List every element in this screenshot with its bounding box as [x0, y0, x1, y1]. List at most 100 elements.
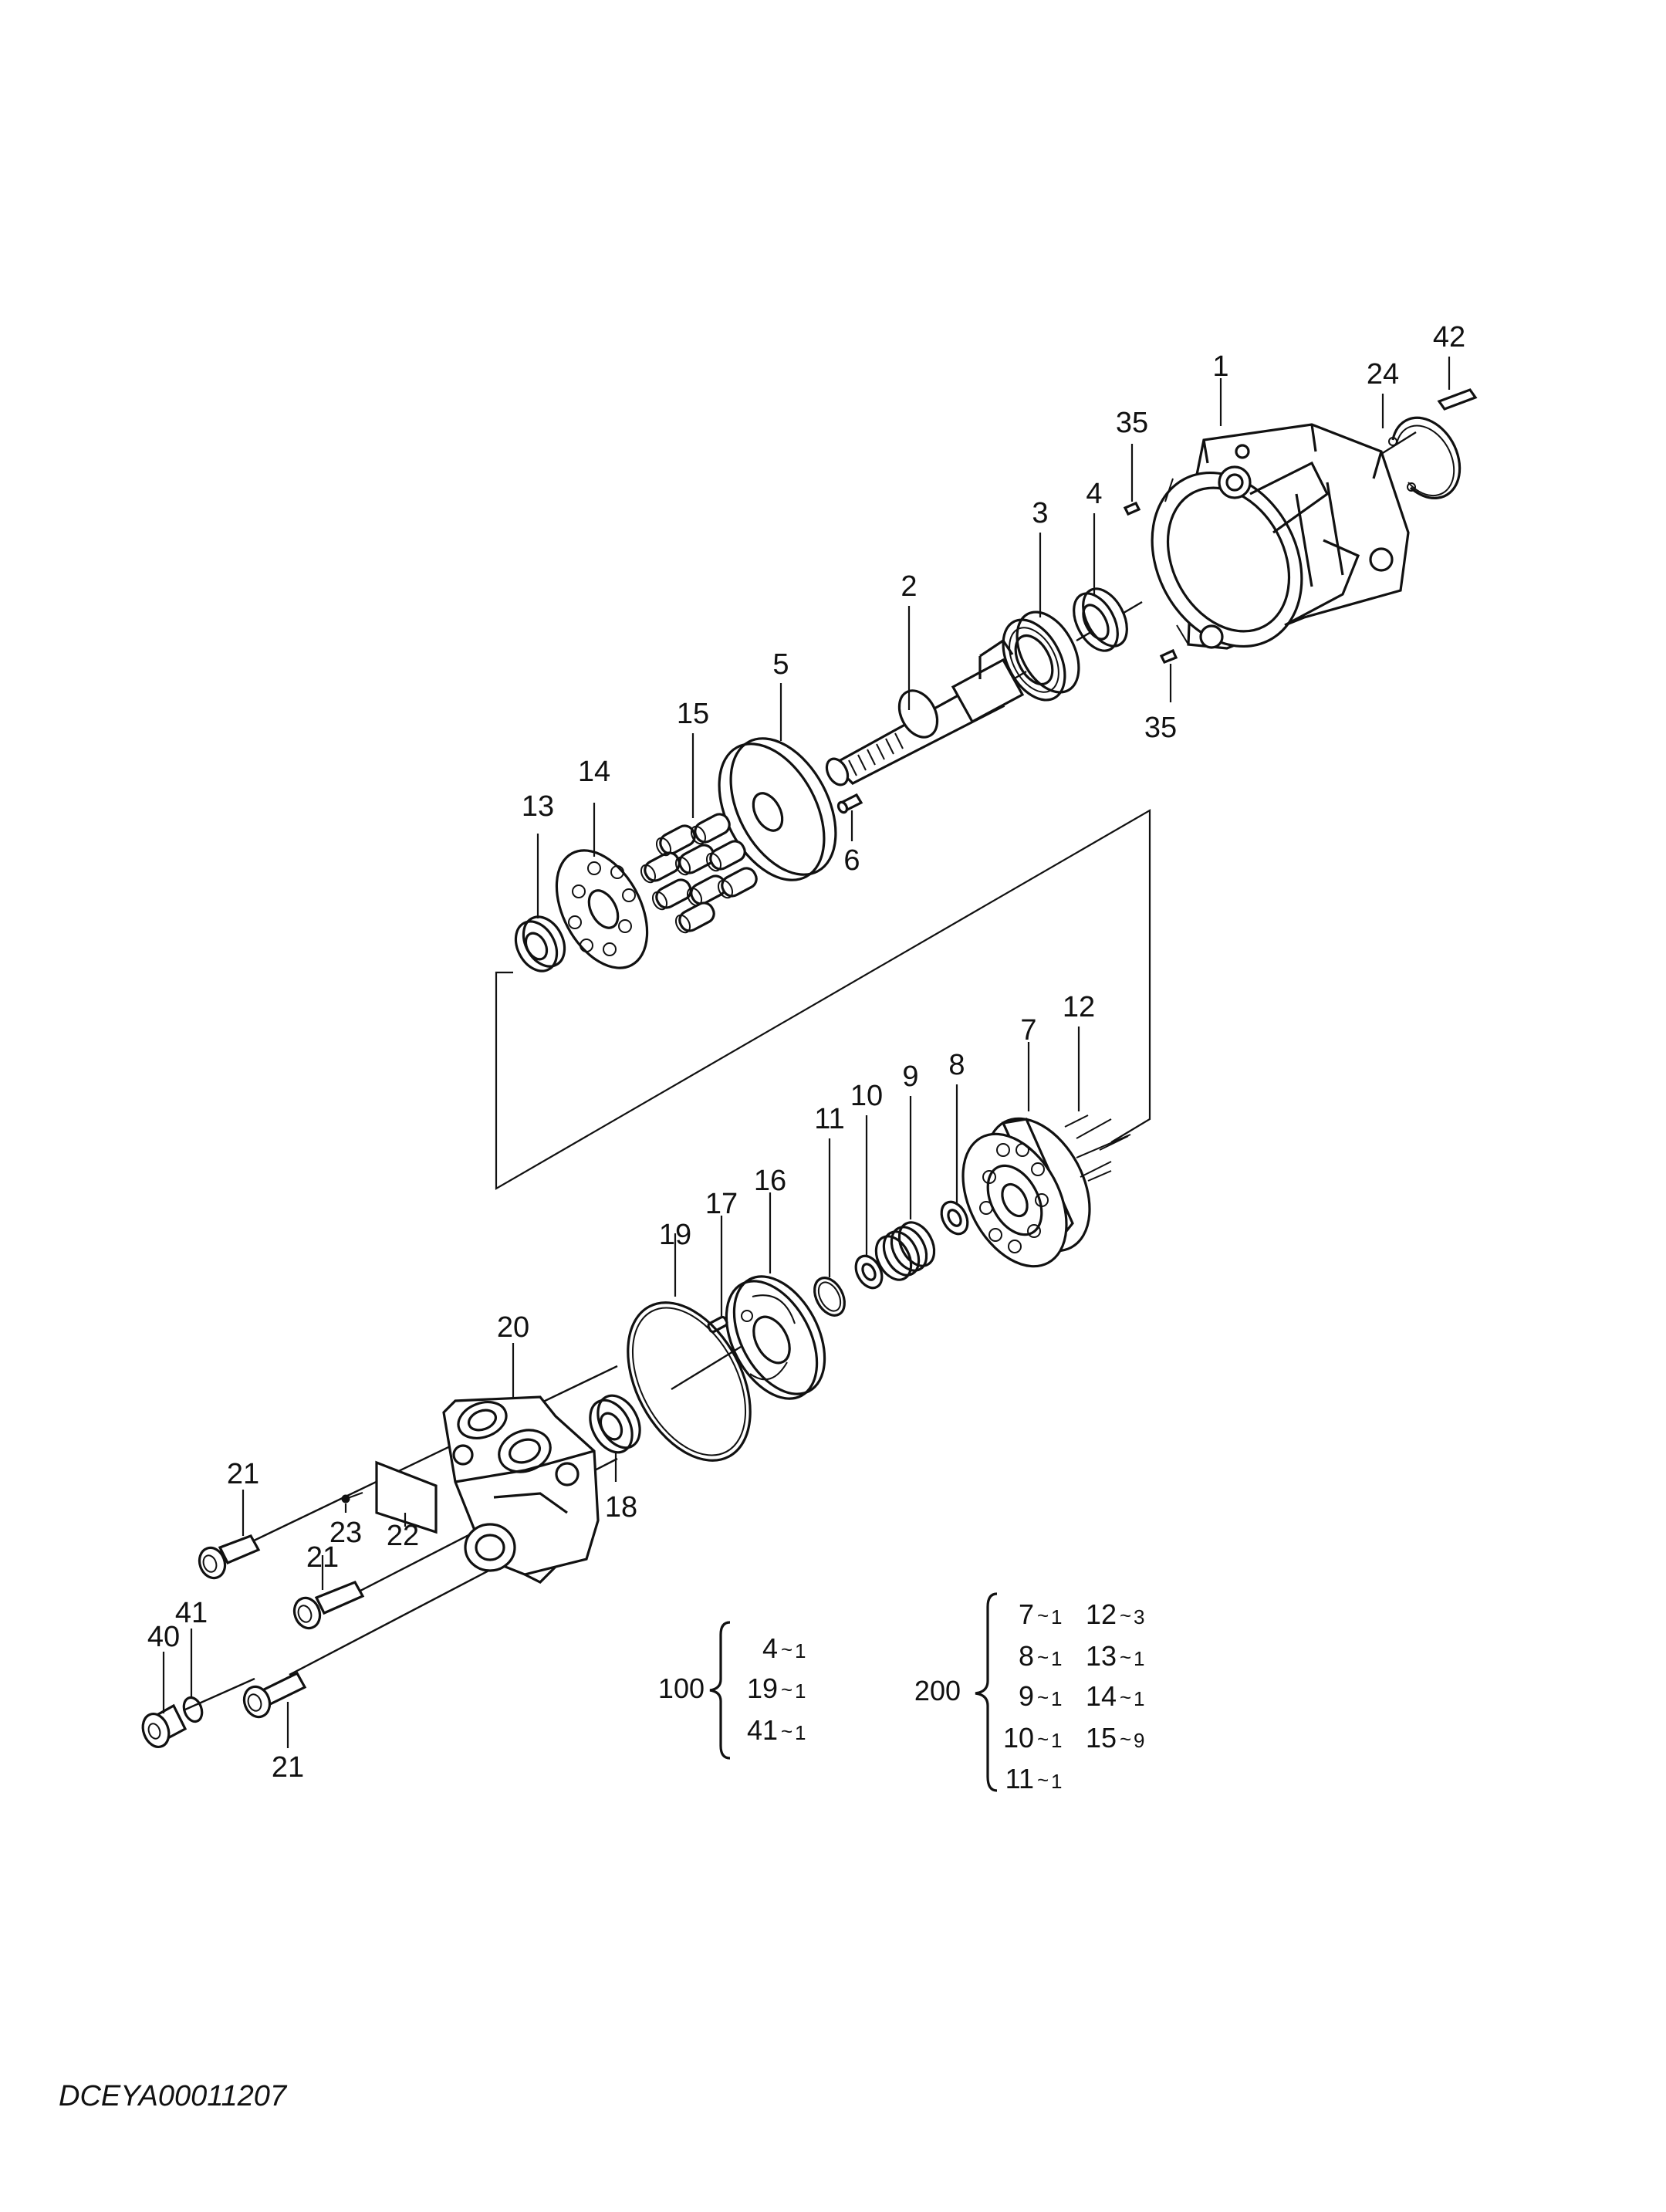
- kit-100-item-1-part: 4: [762, 1632, 778, 1664]
- socket-bolt-part-21-c: [242, 1671, 307, 1719]
- kit-100-item-3-qty: 1: [795, 1721, 806, 1744]
- callout-24: 24: [1367, 358, 1399, 391]
- key-part-42: [1437, 388, 1478, 411]
- callout-13: 13: [522, 790, 554, 823]
- kit-200-item-2-qty: 1: [1051, 1647, 1062, 1670]
- kit-200-item-9-part: 15: [1086, 1722, 1117, 1754]
- kit-100-item-2-part: 19: [747, 1673, 778, 1704]
- kit-200-item-7-separator: ~: [1120, 1645, 1131, 1669]
- callout-14: 14: [578, 756, 610, 788]
- shaft-part-2: [825, 638, 1025, 786]
- callout-17: 17: [705, 1188, 738, 1220]
- callout-3: 3: [1032, 497, 1048, 529]
- kit-200-item-7-part: 13: [1086, 1640, 1117, 1672]
- drawing-code: DCEYA00011207: [59, 2080, 288, 2112]
- callout-41: 41: [175, 1597, 208, 1629]
- oil-seal-part-4: [1073, 587, 1128, 652]
- housing-part-1: [1151, 423, 1410, 650]
- callout-19: 19: [659, 1219, 691, 1251]
- kit-200-item-6-qty: 3: [1134, 1605, 1144, 1629]
- callout-7: 7: [1020, 1014, 1036, 1047]
- o-ring-part-19: [627, 1301, 752, 1462]
- kit-200-table: 200 7 ~ 1 8 ~ 1 9 ~ 1 10 ~ 1 11 ~ 1 12 ~…: [914, 1592, 1144, 1794]
- rivet-part-23: [341, 1492, 363, 1503]
- kit-200-item-8-qty: 1: [1134, 1687, 1144, 1710]
- callout-35-top: 35: [1116, 407, 1148, 439]
- kit-100-item-2-qty: 1: [795, 1679, 806, 1703]
- kit-100-table: 100 4 ~ 1 19 ~ 1 41 ~ 1: [658, 1621, 806, 1760]
- pistons-part-15: [640, 813, 758, 934]
- callout-21-c: 21: [272, 1751, 304, 1784]
- callout-23: 23: [329, 1517, 362, 1549]
- callout-18: 18: [605, 1491, 637, 1524]
- spring-part-9: [874, 1221, 936, 1281]
- kit-200-item-1-separator: ~: [1037, 1604, 1049, 1627]
- kit-200-item-5-part: 11: [1005, 1763, 1034, 1794]
- kit-200-item-4-qty: 1: [1051, 1729, 1062, 1752]
- socket-bolt-part-21-b: [292, 1580, 365, 1630]
- callout-9: 9: [902, 1060, 918, 1093]
- swash-plate-part-5: [718, 737, 837, 881]
- callout-42: 42: [1433, 321, 1465, 353]
- pin-part-6: [836, 793, 863, 814]
- callout-2: 2: [901, 570, 917, 603]
- pin-part-12: [1064, 1114, 1129, 1182]
- kit-200-item-6-separator: ~: [1120, 1604, 1131, 1627]
- kit-200-item-9-qty: 9: [1134, 1729, 1144, 1752]
- kit-200-item-7-qty: 1: [1134, 1647, 1144, 1670]
- snap-ring-part-11: [813, 1277, 846, 1317]
- snap-ring-part-24: [1388, 416, 1462, 499]
- bearing-part-3: [1002, 610, 1080, 702]
- o-ring-part-41: [182, 1696, 204, 1723]
- kit-200-item-5-qty: 1: [1051, 1770, 1062, 1793]
- callout-10: 10: [850, 1080, 883, 1112]
- kit-200-item-3-separator: ~: [1037, 1686, 1049, 1709]
- washer-part-8: [940, 1200, 969, 1236]
- kit-200-item-1-part: 7: [1019, 1598, 1034, 1630]
- kit-200-item-9-separator: ~: [1120, 1727, 1131, 1750]
- callout-12: 12: [1063, 991, 1095, 1023]
- kit-100-item-2-separator: ~: [781, 1678, 792, 1701]
- retainer-plate-part-14: [555, 849, 649, 969]
- callout-5: 5: [772, 648, 789, 681]
- kit-200-item-8-separator: ~: [1120, 1686, 1131, 1709]
- callout-35-bottom: 35: [1144, 712, 1177, 744]
- callout-21-b: 21: [306, 1541, 339, 1574]
- kit-100-item-1-qty: 1: [795, 1639, 806, 1662]
- socket-bolt-part-21-a: [198, 1534, 261, 1580]
- leader-lines: [162, 357, 1451, 1748]
- kit-200-item-2-part: 8: [1019, 1640, 1034, 1672]
- bearing-part-18: [589, 1394, 641, 1454]
- kit-200-item-1-qty: 1: [1051, 1605, 1062, 1629]
- callout-11: 11: [814, 1103, 844, 1135]
- valve-cover-part-20: [442, 1395, 600, 1584]
- kit-200-item-4-part: 10: [1003, 1722, 1034, 1754]
- kit-200-brace: [975, 1592, 998, 1792]
- plug-part-35-bottom: [1159, 648, 1178, 665]
- kit-200-item-4-separator: ~: [1037, 1727, 1049, 1750]
- callout-20: 20: [497, 1311, 529, 1344]
- callout-1: 1: [1212, 350, 1228, 383]
- kit-200-item-2-separator: ~: [1037, 1645, 1049, 1669]
- washer-part-10: [854, 1254, 884, 1290]
- callout-15: 15: [677, 698, 709, 730]
- callout-labels: 1 42 24 35 4 3 2 35 5 15 14 13 6 12 7 8 …: [147, 321, 1465, 1784]
- callout-21-a: 21: [227, 1458, 259, 1490]
- callout-8: 8: [948, 1049, 965, 1081]
- kit-200-item-6-part: 12: [1086, 1598, 1117, 1630]
- kit-100-item-3-part: 41: [747, 1714, 778, 1746]
- kit-200-item-5-separator: ~: [1037, 1768, 1049, 1791]
- callout-40: 40: [147, 1621, 180, 1653]
- cylinder-block-part-7: [961, 1117, 1131, 1268]
- bushing-part-13: [514, 915, 566, 972]
- kit-100-item-3-separator: ~: [781, 1720, 792, 1743]
- callout-22: 22: [387, 1520, 419, 1552]
- name-plate-part-22: [375, 1460, 438, 1534]
- callout-6: 6: [843, 844, 860, 877]
- plug-part-35-top: [1123, 501, 1141, 516]
- plug-part-40: [141, 1703, 188, 1748]
- callout-16: 16: [754, 1165, 786, 1197]
- kit-100-number: 100: [658, 1673, 705, 1704]
- valve-plate-part-16: [725, 1275, 826, 1400]
